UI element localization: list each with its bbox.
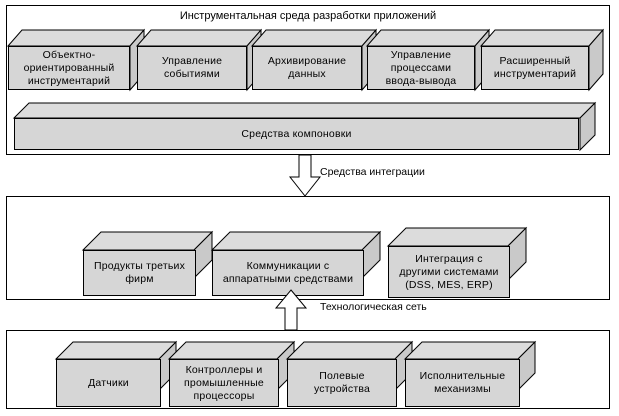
block-label: Полевые устройства [313, 370, 371, 395]
block-controllers-industrial-processors[interactable]: Контроллеры и промышленные процессоры [167, 340, 296, 407]
block-event-management[interactable]: Управление событиями [135, 28, 263, 92]
block-label: Архивирование данных [267, 55, 347, 80]
block-label: Управление событиями [161, 55, 223, 80]
block-label: Интеграция с другими системами (DSS, MES… [399, 252, 499, 291]
block-io-process-management[interactable]: Управление процессами ввода-вывода [365, 28, 491, 92]
block-data-archiving[interactable]: Архивирование данных [250, 28, 378, 92]
connector-integration-tools-label: Средства интеграции [320, 166, 425, 178]
block-label: Управление процессами ввода-вывода [385, 48, 457, 87]
block-label: Объектно- ориентированный инструментарий [23, 48, 115, 87]
block-label: Продукты третьих фирм [93, 260, 186, 285]
block-label: Средства компоновки [241, 127, 352, 140]
block-label: Расширенный инструментарий [493, 55, 577, 80]
block-label: Датчики [88, 376, 129, 389]
block-sensors[interactable]: Датчики [54, 340, 178, 407]
block-label: Контроллеры и промышленные процессоры [184, 363, 264, 402]
block-field-devices[interactable]: Полевые устройства [285, 340, 414, 407]
block-composition-tools[interactable]: Средства компоновки [12, 101, 597, 152]
connector-technology-network-label: Технологическая сеть [320, 301, 427, 313]
layer-development-environment-title: Инструментальная среда разработки прилож… [179, 10, 437, 22]
block-third-party-products[interactable]: Продукты третьих фирм [81, 230, 214, 296]
block-label: Исполнительные механизмы [419, 370, 506, 395]
block-actuators[interactable]: Исполнительные механизмы [403, 340, 537, 407]
connector-technology-network [274, 289, 316, 332]
block-object-oriented-toolkit[interactable]: Объектно- ориентированный инструментарий [6, 28, 146, 92]
block-hardware-communications[interactable]: Коммуникации с аппаратными средствами [210, 230, 382, 296]
block-other-systems-integration[interactable]: Интеграция с другими системами (DSS, MES… [386, 226, 528, 298]
connector-integration-tools [288, 154, 330, 197]
block-extended-toolkit[interactable]: Расширенный инструментарий [479, 28, 605, 92]
block-label: Коммуникации с аппаратными средствами [222, 260, 354, 285]
